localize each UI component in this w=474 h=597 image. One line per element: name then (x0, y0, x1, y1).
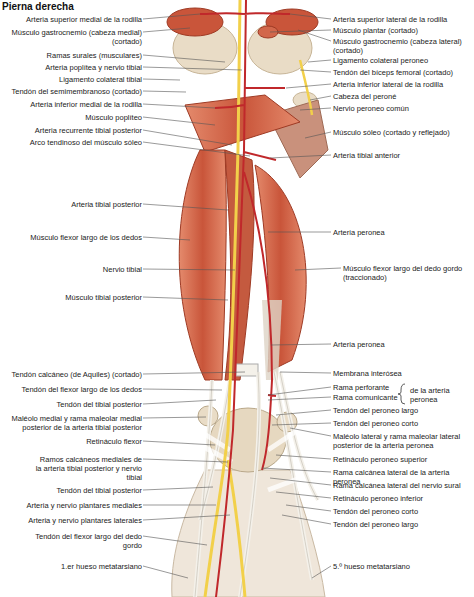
tendon (195, 372, 318, 597)
part-label: Retináculo flexor (0, 437, 142, 446)
part-label: Tendón del peroneo largo (333, 406, 474, 415)
part-label: Tendón calcáneo (de Aquiles) (cortado) (0, 370, 142, 379)
part-label: Músculo gastrocnemio (cabeza lateral) (c… (333, 37, 474, 55)
part-label: Tendón del flexor largo de los dedos (0, 385, 142, 394)
retinaculum (198, 430, 300, 490)
peroneal-nerve (300, 60, 312, 115)
part-label: Rama comunicante (333, 393, 399, 402)
part-label: Arteria peronea (333, 340, 474, 349)
part-label: 5.º hueso metatarsiano (333, 562, 474, 571)
flexor-hallucis-muscle (255, 165, 306, 372)
part-label: Músculo flexor largo de los dedos (0, 233, 142, 242)
part-label: Tendón del bíceps femoral (cortado) (333, 68, 474, 77)
part-label: Músculo sóleo (cortado y reflejado) (333, 128, 474, 137)
part-label: Músculo plantar (cortado) (333, 26, 474, 35)
part-label: Ligamento colateral peroneo (333, 56, 474, 65)
part-label: Arteria recurrente tibial posterior (0, 126, 142, 135)
part-label: Arteria peronea (333, 228, 474, 237)
part-label: Ramas surales (musculares) (0, 51, 142, 60)
part-label: Tendón del peroneo corto (333, 419, 474, 428)
part-label: Músculo flexor largo del dedo gordo (tra… (343, 264, 463, 282)
part-label: Ramos calcáneos mediales de la arteria t… (32, 455, 142, 482)
part-label: Rama perforante (333, 383, 399, 392)
achilles-stub (236, 364, 258, 376)
part-label: Tendón del tibial posterior (0, 400, 142, 409)
part-label: Tendón del tibial posterior (0, 486, 142, 495)
part-label: Arteria tibial posterior (0, 200, 142, 209)
part-label: Arteria y nervio plantares laterales (0, 516, 142, 525)
part-label: Arteria superior medial de la rodilla (0, 15, 142, 24)
part-label: Músculo tibial posterior (0, 293, 142, 302)
gastrocnemius-head (167, 8, 223, 36)
part-label: de la arteria peronea (410, 386, 472, 404)
part-label: Tendón del flexor largo del dedo gordo (32, 532, 142, 550)
part-label: Tendón del semimembranoso (cortado) (0, 87, 142, 96)
part-label: Arteria superior lateral de la rodilla (333, 15, 474, 24)
part-label: Retináculo peroneo inferior (333, 494, 474, 503)
part-label: 1.er hueso metatarsiano (0, 562, 142, 571)
part-label: Tendón del peroneo corto (333, 507, 474, 516)
part-label: Tendón del peroneo largo (333, 520, 474, 529)
part-label: Músculo poplíteo (0, 113, 142, 122)
diagram-title: Pierna derecha (2, 1, 74, 13)
part-label: Arteria inferior lateral de la rodilla (333, 80, 474, 89)
part-label: Arteria poplítea y nervio tibial (0, 63, 142, 72)
part-label: Retináculo peroneo superior (333, 455, 474, 464)
part-label: Rama calcánea lateral del nervio sural (333, 481, 474, 490)
leader-lines (143, 14, 341, 578)
part-label: Ligamento colateral tibial (0, 75, 142, 84)
bracket (398, 384, 405, 404)
tendon-outline (195, 372, 318, 597)
artery (200, 0, 290, 597)
part-label: Cabeza del peroné (333, 92, 474, 101)
part-label: Arco tendinoso del músculo sóleo (0, 138, 142, 147)
part-label: Maléolo medial y rama maleolar medial po… (0, 414, 142, 432)
calcaneus (210, 408, 286, 472)
part-label: Nervio peroneo común (333, 104, 474, 113)
part-label: Nervio tibial (0, 265, 142, 274)
part-label: Arteria y nervio plantares mediales (0, 501, 142, 510)
part-label: Músculo gastrocnemio (cabeza medial) (co… (0, 28, 142, 46)
part-label: Arteria tibial anterior (333, 151, 474, 160)
flexor-digitorum-muscle (179, 150, 226, 380)
part-label: Membrana interósea (333, 369, 474, 378)
part-label: Arteria inferior medial de la rodilla (0, 100, 142, 109)
part-label: Maléolo lateral y rama maleolar lateral … (333, 432, 474, 450)
